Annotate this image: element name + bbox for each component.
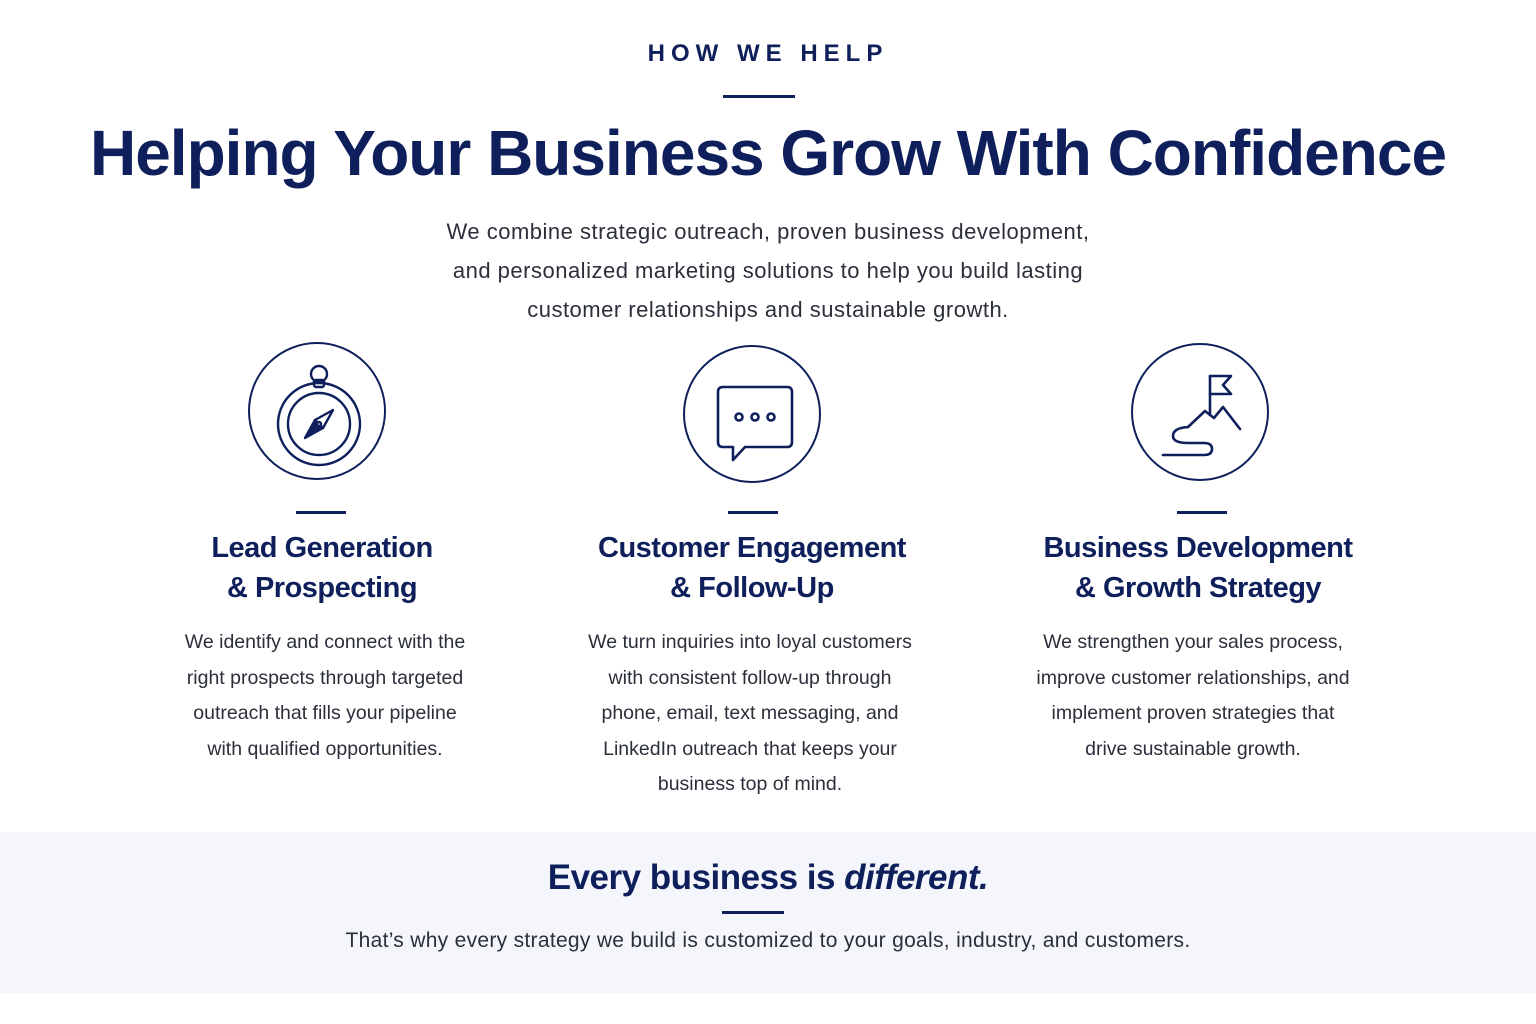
- card-divider: [1177, 511, 1227, 514]
- card-title-line: Lead Generation: [211, 532, 433, 564]
- card-text-line: implement proven strategies that: [1051, 702, 1335, 724]
- closing-divider: [722, 911, 784, 914]
- card-text-line: with consistent follow-up through: [608, 666, 892, 689]
- card-title-line: & Prospecting: [226, 572, 418, 604]
- intro-line: We combine strategic outreach, proven bu…: [446, 219, 1090, 244]
- card-divider: [728, 511, 778, 514]
- card-text-line: LinkedIn outreach that keeps your: [603, 737, 897, 760]
- card-text-customer-engagement: We turn inquiries into loyal customers w…: [540, 625, 960, 803]
- card-text-line: right prospects through targeted: [186, 666, 464, 689]
- card-text-business-development: We strengthen your sales process, improv…: [983, 625, 1403, 767]
- compass-icon: [248, 342, 386, 480]
- section-eyebrow: HOW WE HELP: [647, 40, 889, 67]
- intro-line: and personalized marketing solutions to …: [452, 258, 1084, 283]
- card-text-line: with qualified opportunities.: [207, 737, 443, 760]
- card-text-line: outreach that fills your pipeline: [193, 702, 457, 724]
- closing-title-prefix: Every business is: [547, 858, 845, 897]
- card-title-business-development: Business Development & Growth Strategy: [988, 528, 1408, 608]
- eyebrow-divider: [723, 95, 795, 98]
- card-title-line: & Growth Strategy: [1074, 572, 1322, 604]
- card-title-lead-generation: Lead Generation & Prospecting: [112, 528, 532, 608]
- page-headline: Helping Your Business Grow With Confiden…: [89, 117, 1447, 189]
- card-text-line: drive sustainable growth.: [1085, 737, 1301, 760]
- card-text-line: improve customer relationships, and: [1036, 666, 1350, 689]
- closing-title-emphasis: different.: [844, 858, 989, 897]
- card-divider: [296, 511, 346, 514]
- intro-paragraph: We combine strategic outreach, proven bu…: [368, 212, 1168, 329]
- intro-line: customer relationships and sustainable g…: [527, 297, 1009, 322]
- card-text-line: We identify and connect with the: [184, 631, 466, 653]
- closing-text: That’s why every strategy we build is cu…: [345, 929, 1191, 952]
- closing-title: Every business is different.: [0, 858, 1536, 898]
- card-text-line: business top of mind.: [657, 773, 843, 795]
- card-title-customer-engagement: Customer Engagement & Follow-Up: [542, 528, 962, 608]
- card-text-lead-generation: We identify and connect with the right p…: [115, 625, 535, 767]
- flag-path-icon: [1131, 343, 1269, 481]
- card-text-line: phone, email, text messaging, and: [601, 702, 899, 724]
- card-text-line: We strengthen your sales process,: [1043, 631, 1343, 653]
- card-text-line: We turn inquiries into loyal customers: [588, 631, 912, 653]
- chat-bubble-icon: [683, 345, 821, 483]
- card-title-line: & Follow-Up: [670, 572, 834, 604]
- card-title-line: Business Development: [1043, 532, 1353, 564]
- card-title-line: Customer Engagement: [598, 532, 906, 564]
